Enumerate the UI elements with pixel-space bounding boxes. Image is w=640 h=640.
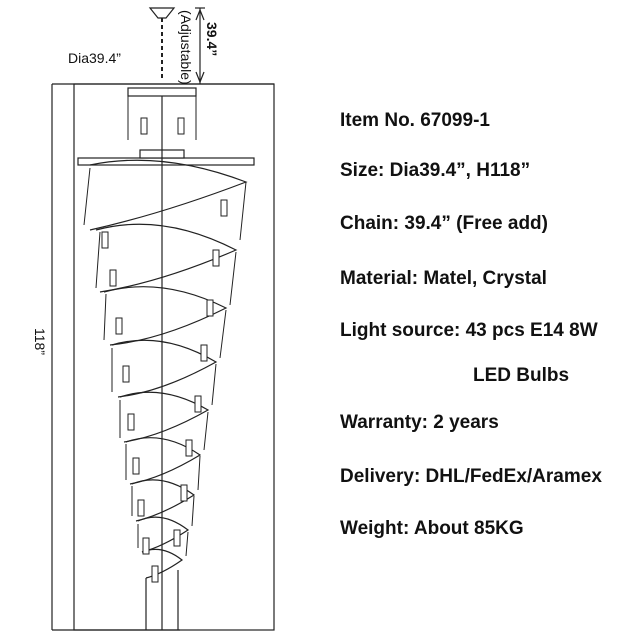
spec-warranty: Warranty: 2 years	[340, 412, 499, 433]
diameter-label: Dia39.4”	[68, 50, 121, 66]
chain-note-label: (Adjustable)	[178, 10, 194, 85]
spec-light-source-cont: LED Bulbs	[473, 365, 570, 386]
top-ring	[127, 87, 197, 97]
fixture-outline	[73, 83, 275, 631]
spec-chain: Chain: 39.4” (Free add)	[340, 213, 548, 234]
led-bulbs	[101, 117, 228, 583]
height-label: 118”	[32, 328, 48, 355]
ceiling-canopy	[148, 7, 176, 19]
chain-length-label: 39.4”	[204, 22, 220, 57]
spec-delivery: Delivery: DHL/FedEx/Aramex	[340, 466, 602, 487]
crystal-drops	[83, 96, 247, 557]
spec-light-source: Light source: 43 pcs E14 8W	[340, 320, 598, 341]
spiral-rings	[89, 159, 248, 630]
spec-item-no: Item No. 67099-1	[340, 110, 490, 131]
spec-weight: Weight: About 85KG	[340, 518, 524, 539]
chandelier-drawing	[51, 7, 275, 631]
spec-material: Material: Matel, Crystal	[340, 268, 547, 289]
spec-size: Size: Dia39.4”, H118”	[340, 160, 531, 181]
